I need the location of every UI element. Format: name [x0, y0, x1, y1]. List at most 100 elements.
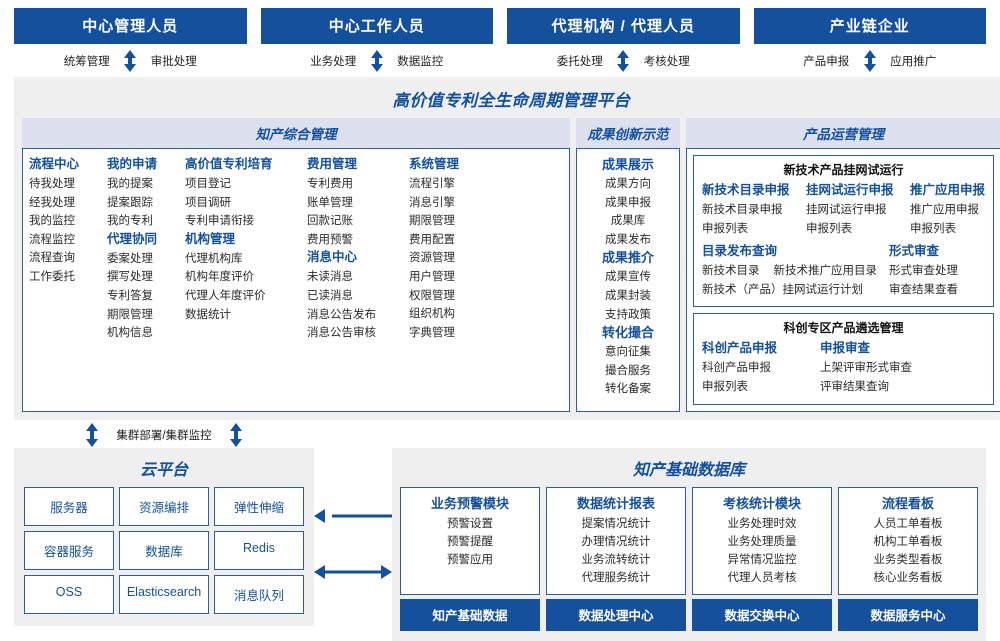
db-card-item[interactable]: 业务处理时效: [727, 517, 797, 530]
db-foot-basic-data[interactable]: 知产基础数据: [400, 598, 540, 631]
db-card-item[interactable]: 代理服务统计: [581, 571, 651, 584]
menu-item[interactable]: 上架评审形式审查: [820, 362, 912, 375]
menu-group-title[interactable]: 转化撮合: [601, 325, 654, 341]
menu-item[interactable]: 费用预警: [307, 233, 353, 246]
menu-item[interactable]: 消息公告审核: [307, 327, 376, 340]
menu-group-title[interactable]: 新技术目录申报: [702, 183, 790, 197]
menu-item[interactable]: 消息引擎: [409, 196, 455, 209]
menu-item[interactable]: 新技术目录: [702, 265, 760, 278]
menu-item[interactable]: 组织机构: [409, 308, 455, 321]
menu-item[interactable]: 待我处理: [29, 178, 75, 190]
menu-group-title[interactable]: 推广应用申报: [910, 183, 986, 197]
menu-item[interactable]: 支持政策: [605, 308, 651, 321]
menu-item[interactable]: 推广应用申报: [910, 204, 979, 216]
db-card-item[interactable]: 办理情况统计: [581, 535, 651, 548]
menu-group-title[interactable]: 费用管理: [307, 157, 358, 171]
menu-item[interactable]: 字典管理: [409, 326, 455, 339]
db-card-item[interactable]: 异常情况监控: [727, 553, 797, 566]
menu-group-title[interactable]: 系统管理: [409, 157, 460, 171]
menu-item[interactable]: 项目调研: [185, 196, 231, 209]
menu-item[interactable]: 回款记账: [307, 215, 353, 228]
db-card-item[interactable]: 机构工单看板: [873, 535, 943, 548]
menu-item[interactable]: 账单管理: [307, 196, 353, 209]
menu-item[interactable]: 评审结果查询: [820, 380, 889, 393]
menu-item[interactable]: 我的提案: [107, 178, 153, 190]
cloud-cell-message-queue[interactable]: 消息队列: [214, 574, 304, 614]
menu-item[interactable]: 委案处理: [107, 252, 153, 265]
db-card-item[interactable]: 预警应用: [447, 553, 493, 566]
menu-item[interactable]: 转化备案: [605, 383, 651, 396]
menu-item[interactable]: 申报列表: [806, 222, 852, 235]
db-card-item[interactable]: 提案情况统计: [581, 517, 651, 530]
menu-item[interactable]: 申报列表: [702, 222, 748, 235]
db-foot-exchange-center[interactable]: 数据交换中心: [692, 598, 832, 631]
menu-item[interactable]: 成果发布: [605, 233, 651, 246]
menu-group-title[interactable]: 我的申请: [107, 157, 158, 171]
menu-item[interactable]: 挂网试运行申报: [806, 204, 887, 216]
menu-item[interactable]: 机构信息: [107, 327, 153, 340]
menu-item[interactable]: 未读消息: [307, 271, 353, 284]
menu-item[interactable]: 成果方向: [605, 178, 651, 190]
cloud-cell-redis[interactable]: Redis: [214, 530, 304, 570]
menu-item[interactable]: 成果封装: [605, 289, 651, 302]
cloud-cell-autoscaling[interactable]: 弹性伸缩: [214, 486, 304, 526]
menu-item[interactable]: 新技术推广应用目录: [773, 265, 878, 278]
menu-item[interactable]: 撰写处理: [107, 271, 153, 284]
menu-item[interactable]: 我的专利: [107, 215, 153, 228]
cloud-cell-orchestration[interactable]: 资源编排: [119, 486, 209, 526]
menu-item[interactable]: 审查结果查看: [889, 283, 959, 296]
menu-item[interactable]: 申报列表: [702, 380, 748, 393]
menu-item[interactable]: 我的监控: [29, 215, 75, 228]
menu-item[interactable]: 经我处理: [29, 196, 75, 209]
menu-item[interactable]: 权限管理: [409, 289, 455, 302]
menu-item[interactable]: 流程监控: [29, 233, 75, 246]
db-foot-processing-center[interactable]: 数据处理中心: [546, 598, 686, 631]
db-card-item[interactable]: 核心业务看板: [873, 571, 943, 584]
menu-item[interactable]: 期限管理: [107, 308, 153, 321]
menu-group-title[interactable]: 目录发布查询: [702, 244, 778, 259]
menu-item[interactable]: 撮合服务: [605, 364, 651, 377]
menu-item[interactable]: 工作委托: [29, 270, 75, 283]
menu-group-title[interactable]: 申报审查: [820, 341, 871, 356]
menu-item[interactable]: 专利答复: [107, 289, 153, 302]
menu-item[interactable]: 代理机构库: [185, 252, 243, 265]
menu-item[interactable]: 费用配置: [409, 233, 455, 246]
menu-group-title[interactable]: 代理协同: [107, 231, 158, 246]
menu-item[interactable]: 资源管理: [409, 252, 455, 265]
menu-group-title[interactable]: 成果展示: [601, 157, 654, 172]
menu-item[interactable]: 消息公告发布: [307, 308, 376, 321]
menu-group-title[interactable]: 成果推介: [601, 250, 654, 266]
menu-item[interactable]: 已读消息: [307, 289, 353, 302]
menu-item[interactable]: 机构年度评价: [185, 271, 254, 284]
cloud-cell-container[interactable]: 容器服务: [24, 530, 114, 570]
menu-group-title[interactable]: 消息中心: [307, 250, 358, 265]
menu-item[interactable]: 期限管理: [409, 215, 455, 228]
menu-group-title[interactable]: 科创产品申报: [702, 341, 778, 356]
menu-group-title[interactable]: 高价值专利培育: [185, 157, 273, 171]
cloud-cell-database[interactable]: 数据库: [119, 530, 209, 570]
db-card-item[interactable]: 业务处理质量: [727, 535, 797, 548]
db-card-item[interactable]: 业务类型看板: [873, 553, 943, 566]
menu-item[interactable]: 专利费用: [307, 178, 353, 190]
menu-item[interactable]: 成果库: [610, 215, 646, 228]
menu-item[interactable]: 项目登记: [185, 178, 231, 190]
menu-item[interactable]: 科创产品申报: [702, 362, 771, 375]
menu-item[interactable]: 流程引擎: [409, 178, 455, 190]
menu-item[interactable]: 流程查询: [29, 252, 75, 265]
menu-item[interactable]: 成果宣传: [605, 271, 651, 284]
menu-item[interactable]: 用户管理: [409, 270, 455, 283]
menu-item[interactable]: 提案跟踪: [107, 196, 153, 209]
menu-item[interactable]: 形式审查处理: [889, 265, 959, 278]
db-card-item[interactable]: 预警提醒: [447, 535, 493, 548]
menu-group-title[interactable]: 形式审查: [889, 244, 940, 259]
db-foot-service-center[interactable]: 数据服务中心: [838, 598, 978, 631]
menu-item[interactable]: 专利申请衔接: [185, 215, 254, 228]
menu-item[interactable]: 新技术（产品）挂网试运行计划: [702, 283, 863, 296]
menu-item[interactable]: 成果申报: [605, 196, 651, 209]
menu-item[interactable]: 新技术目录申报: [702, 204, 783, 216]
db-card-item[interactable]: 人员工单看板: [873, 517, 943, 530]
menu-group-title[interactable]: 流程中心: [29, 157, 80, 171]
menu-item[interactable]: 申报列表: [910, 222, 956, 235]
cloud-cell-server[interactable]: 服务器: [24, 486, 114, 526]
db-card-item[interactable]: 代理人员考核: [727, 571, 797, 584]
